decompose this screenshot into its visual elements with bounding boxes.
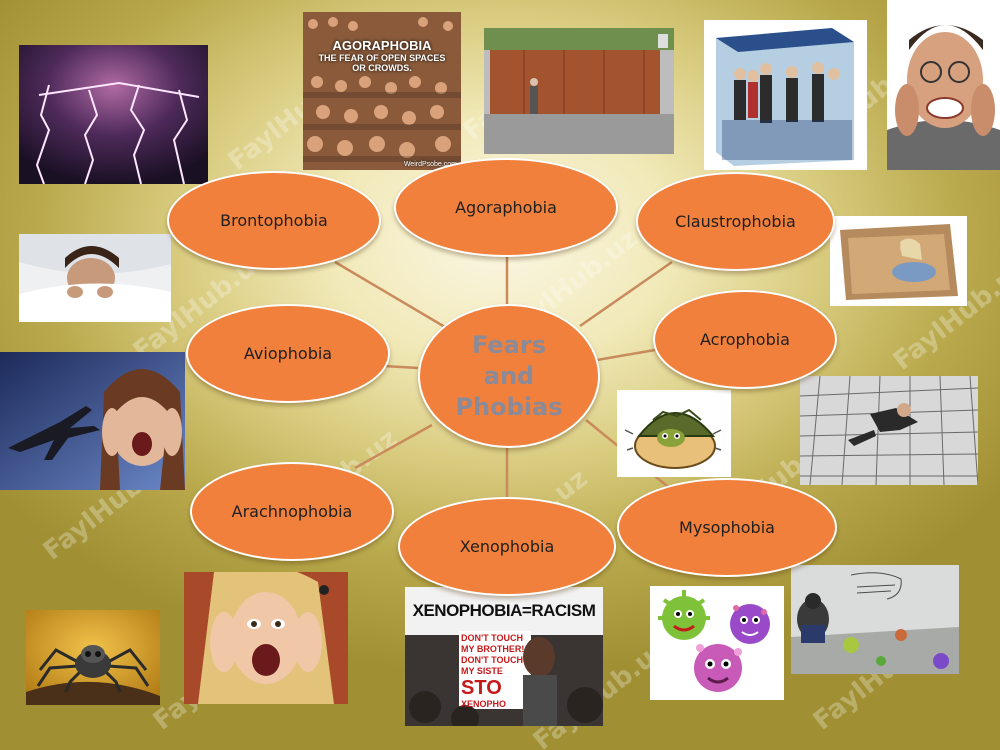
cartoon-turtle-image [617, 390, 731, 477]
protest-banner: XENOPHOBIA=RACISM [412, 601, 596, 620]
jumping-spider-image [26, 610, 160, 705]
connector-claustrophobia [579, 260, 673, 328]
connector-arachnophobia [354, 423, 433, 470]
poster-title: AGORAPHOBIA [332, 38, 432, 53]
node-agoraphobia: Agoraphobia [394, 158, 618, 257]
protest-sign-line-5: STO [461, 677, 502, 699]
node-mysophobia: Mysophobia [617, 478, 837, 577]
screaming-blonde-woman-image [184, 572, 348, 704]
mysophobia-room-image [791, 565, 959, 674]
woman-under-blanket-image [19, 234, 171, 322]
crowded-glass-box-image [704, 20, 867, 170]
connector-acrophobia [596, 348, 656, 362]
protest-sign-line-2: MY BROTHER! [461, 644, 525, 654]
protest-sign-line-1: DON'T TOUCH [461, 633, 523, 643]
node-aviophobia: Aviophobia [186, 304, 390, 403]
lightning-storm-image [19, 45, 208, 184]
poster-caption-line-1: THE FEAR OF OPEN SPACES [318, 53, 446, 63]
center-node: Fears and Phobias [418, 304, 600, 448]
connector-aviophobia [383, 364, 419, 370]
poster-caption-line-2: OR CROWDS. [352, 63, 412, 73]
node-brontophobia: Brontophobia [167, 171, 381, 270]
node-claustrophobia: Claustrophobia [636, 172, 835, 271]
protest-sign-line-4: MY SISTE [461, 666, 503, 676]
node-xenophobia: Xenophobia [398, 497, 616, 596]
xenophobia-protest-image: XENOPHOBIA=RACISM DON'T TOUCH MY BROTHER… [405, 587, 603, 726]
airplane-fear-woman-image [0, 352, 185, 490]
protest-sign-line-3: DON'T TOUCH [461, 655, 523, 665]
agoraphobia-crowd-poster: AGORAPHOBIA THE FEAR OF OPEN SPACES OR C… [303, 12, 461, 170]
man-hanging-grid-image [800, 376, 978, 485]
screaming-man-image [887, 0, 1000, 170]
person-by-wall-image [484, 28, 674, 154]
cartoon-germs-image [650, 586, 784, 700]
connector-brontophobia [334, 260, 451, 332]
node-acrophobia: Acrophobia [653, 290, 837, 389]
node-arachnophobia: Arachnophobia [190, 462, 394, 561]
woman-in-box-image [830, 216, 967, 306]
poster-credit: WeirdPsobe.com [403, 161, 457, 168]
protest-sign-line-6: XENOPHO [461, 699, 507, 709]
